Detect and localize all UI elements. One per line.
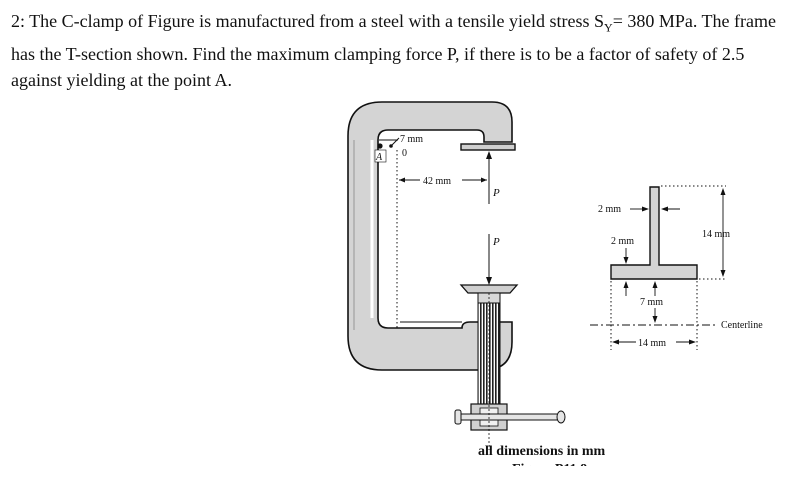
- yield-subscript: Y: [604, 20, 613, 35]
- label-2mm-flange: 2 mm: [611, 236, 634, 247]
- problem-statement: 2: The C-clamp of Figure is manufactured…: [11, 8, 791, 93]
- force-arrows: P P: [486, 151, 500, 285]
- problem-text-rest: = 380 MPa. The frame has the T-section s…: [11, 11, 776, 90]
- lower-jaw-pad: [459, 284, 519, 294]
- label-14mm-width: 14 mm: [638, 338, 666, 349]
- label-7mm-section: 7 mm: [640, 297, 663, 308]
- label-zero: 0: [402, 148, 407, 159]
- clamp-screw: [454, 284, 566, 450]
- point-a-detail: 7 mm 0 A: [374, 134, 423, 330]
- dimensions-note: all dimensions in mm: [478, 444, 606, 459]
- upper-jaw-pad: [460, 143, 516, 151]
- label-p-top: P: [492, 187, 500, 199]
- screw-handle-bar: [459, 413, 561, 421]
- problem-text: 2: The C-clamp of Figure is manufactured…: [11, 11, 605, 31]
- label-14mm-height: 14 mm: [702, 229, 730, 240]
- label-2mm-web: 2 mm: [598, 204, 621, 215]
- label-p-bottom: P: [492, 236, 500, 248]
- figure-caption-partial: Figure P11.8: [512, 462, 587, 477]
- label-centerline: Centerline: [721, 320, 763, 331]
- t-section: 14 mm 2 mm 2 mm 7 mm Centerline 14 mm: [590, 185, 763, 350]
- point-a-dot: [377, 143, 383, 149]
- label-42mm: 42 mm: [423, 176, 451, 187]
- dimension-42mm: 42 mm: [399, 176, 487, 187]
- label-7mm-clamp: 7 mm: [400, 134, 423, 145]
- label-point-a: A: [375, 152, 383, 163]
